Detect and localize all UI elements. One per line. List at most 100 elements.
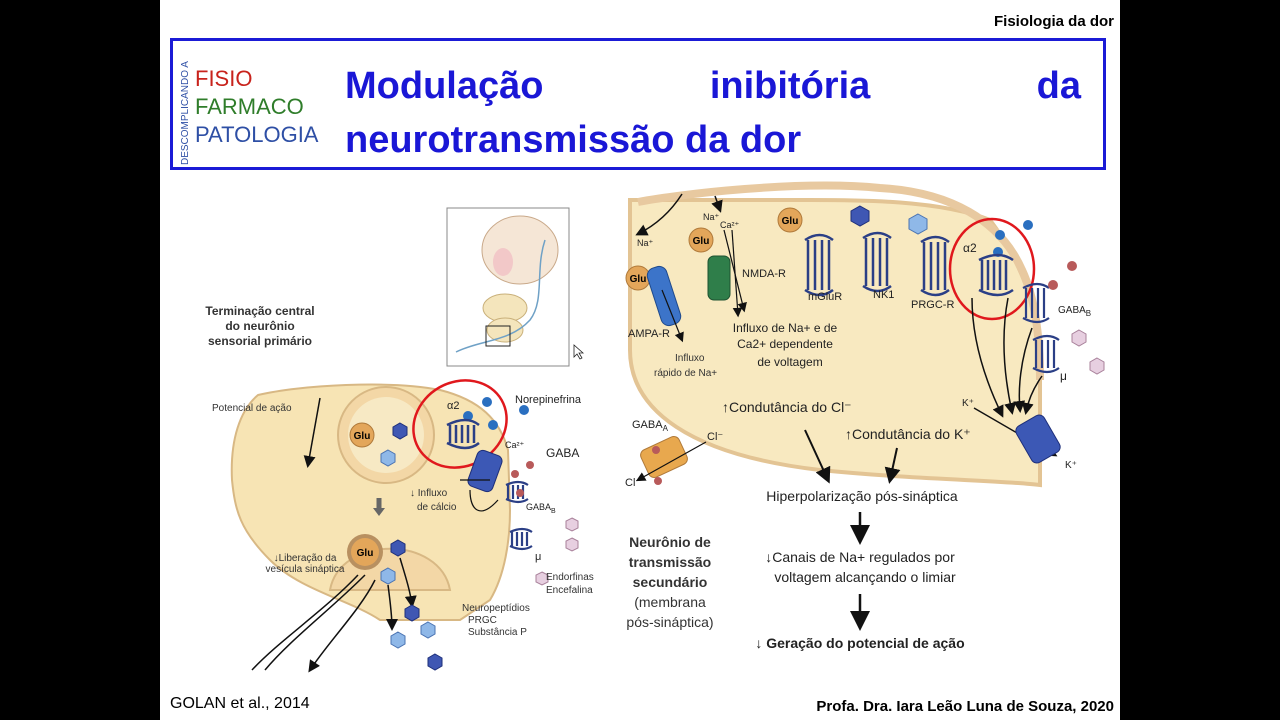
neuropeptide-hexagon (392, 422, 408, 440)
logo-farmaco: FARMACO (195, 94, 304, 119)
calcium-influx-label-2: de cálcio (417, 502, 457, 513)
title-word: Modulação (345, 65, 544, 107)
fast-influx-label-1: Influxo (675, 353, 705, 364)
title-word: da (1036, 65, 1081, 107)
chloride-label-1: Cl⁻ (707, 431, 723, 443)
endorphins-label-2: Encefalina (546, 585, 593, 596)
gaba-b-label-left: GABAB (526, 502, 556, 515)
nmda-receptor (707, 255, 731, 301)
mu-label-right: μ (1060, 369, 1067, 383)
potassium-label-1: K⁺ (962, 398, 974, 409)
fast-influx-label-2: rápido de Na+ (654, 368, 717, 379)
mu-receptor-left (509, 527, 533, 551)
logo-fisio: FISIO (195, 66, 253, 91)
spinal-cord-inset (446, 207, 570, 367)
k-conductance-label: ↑Condutância do K⁺ (845, 426, 971, 442)
cl-conductance-label: ↑Condutância do Cl⁻ (722, 399, 852, 415)
gaba-a-receptor (640, 436, 688, 478)
neuropeptide-hexagon (390, 539, 406, 557)
cursor-icon (573, 344, 585, 360)
second-neuron-label-1: Neurônio de (629, 534, 711, 550)
endorphins-label-1: Endorfinas (546, 572, 594, 583)
prgc-receptor-label: PRGC-R (911, 299, 954, 311)
glu-molecule (688, 227, 714, 253)
norepinephrine-molecule (482, 397, 492, 407)
corner-title: Fisiologia da dor (993, 13, 1114, 30)
slide: Fisiologia da dor DESCOMPLICANDO A FISIO… (160, 0, 1120, 720)
neuropeptide-hexagon (380, 567, 396, 585)
alpha2-label-left: α2 (447, 400, 459, 412)
ampa-label: AMPA-R (628, 328, 670, 340)
neuropeptide-hexagon (380, 449, 396, 467)
neuropeptides-label-3: Substância P (468, 627, 527, 638)
calcium-channel (467, 449, 503, 493)
cgrp-molecule (908, 213, 928, 235)
gaba-a-label: GABAA (632, 419, 669, 433)
glu-label-ampa: Glu (630, 274, 647, 285)
header-box: DESCOMPLICANDO A FISIO FARMACO PATOLOGIA… (170, 38, 1106, 170)
nmda-label: NMDA-R (742, 268, 786, 280)
na-channels-label-1: ↓Canais de Na+ regulados por (765, 549, 955, 565)
page-title: Modulação inibitória da neurotransmissão… (345, 59, 1081, 167)
endorphin-molecule (535, 571, 549, 586)
sodium-calcium-label: Na⁺ (703, 212, 720, 222)
mu-label-left: μ (535, 551, 541, 563)
mglur-receptor (804, 233, 834, 297)
norepinephrine-molecule (519, 405, 529, 415)
neuropeptide-hexagon (420, 621, 436, 639)
glu-label-mglur: Glu (782, 216, 799, 227)
calcium-influx-label-1: ↓ Influxo (410, 488, 448, 499)
alpha2-label-right: α2 (963, 241, 977, 255)
postsynaptic-membrane (628, 181, 1044, 488)
nk1-receptor (862, 231, 892, 293)
glu-molecule (777, 207, 803, 233)
endorphin-molecule (565, 537, 579, 552)
second-neuron-label-2: transmissão (629, 554, 711, 570)
na-channels-label-2: voltagem alcançando o limiar (774, 569, 956, 585)
sodium-label-top: Na⁺ (637, 238, 654, 248)
title-line-1: Modulação inibitória da (345, 59, 1081, 113)
title-word: inibitória (709, 65, 871, 107)
vesicle-release-label-2: vesícula sináptica (266, 564, 345, 575)
na-ca-influx-label-1: Influxo de Na+ e de (733, 321, 838, 335)
action-potential-generation-label: ↓ Geração do potencial de ação (755, 635, 964, 651)
presynaptic-terminal (230, 383, 512, 621)
neuropeptides-label-1: Neuropeptídios (462, 603, 530, 614)
title-line-2: neurotransmissão da dor (345, 119, 802, 161)
na-ca-influx-label-3: de voltagem (757, 355, 822, 369)
substance-p-molecule (850, 205, 870, 227)
endorphin-molecule (1071, 329, 1087, 347)
neuropeptides-label-2: PRGC (468, 615, 497, 626)
sodium-label: Na⁺ (703, 212, 720, 222)
glu-label-nmda: Glu (693, 236, 710, 247)
gaba-b-label-right: GABAB (1058, 305, 1091, 318)
na-ca-influx-label-2: Ca2+ dependente (737, 337, 833, 351)
norepinephrine-label: Norepinefrina (515, 394, 582, 406)
endorphin-molecule (1089, 357, 1105, 375)
action-potential-label: Potencial de ação (212, 403, 292, 414)
alpha2-highlight-circle (948, 217, 1036, 321)
alpha2-receptor (978, 253, 1014, 297)
release-arrow-head (373, 508, 385, 516)
neuropeptide-hexagon (404, 604, 420, 622)
logo-side-label: DESCOMPLICANDO A (180, 61, 191, 165)
norepinephrine-molecule (1023, 220, 1033, 230)
second-neuron-label-4: (membrana (634, 594, 706, 610)
neuropeptide-hexagon (390, 631, 406, 649)
alpha2-receptor (446, 418, 480, 450)
glu-label-vesicle: Glu (357, 548, 374, 559)
pain-modulation-diagram: Terminação central do neurônio sensorial… (205, 181, 1105, 673)
author-credit: Profa. Dra. Iara Leão Luna de Souza, 202… (816, 698, 1114, 715)
potassium-channel (1015, 414, 1061, 464)
potassium-label-2: K⁺ (1065, 460, 1077, 471)
vesicle-release-label-1: ↓Liberação da (274, 553, 337, 564)
hyperpolarization-label: Hiperpolarização pós-sináptica (766, 488, 958, 504)
action-potential-arrow (303, 397, 321, 468)
glu-label-presynaptic: Glu (354, 431, 371, 442)
citation: GOLAN et al., 2014 (170, 695, 310, 712)
gaba-b-receptor-right (1022, 282, 1050, 324)
mglur-label: mGluR (808, 291, 842, 303)
calcium-label-right: Ca²⁺ (720, 220, 740, 230)
logo-side-text: DESCOMPLICANDO A (180, 61, 191, 165)
mu-receptor-right (1032, 334, 1060, 374)
